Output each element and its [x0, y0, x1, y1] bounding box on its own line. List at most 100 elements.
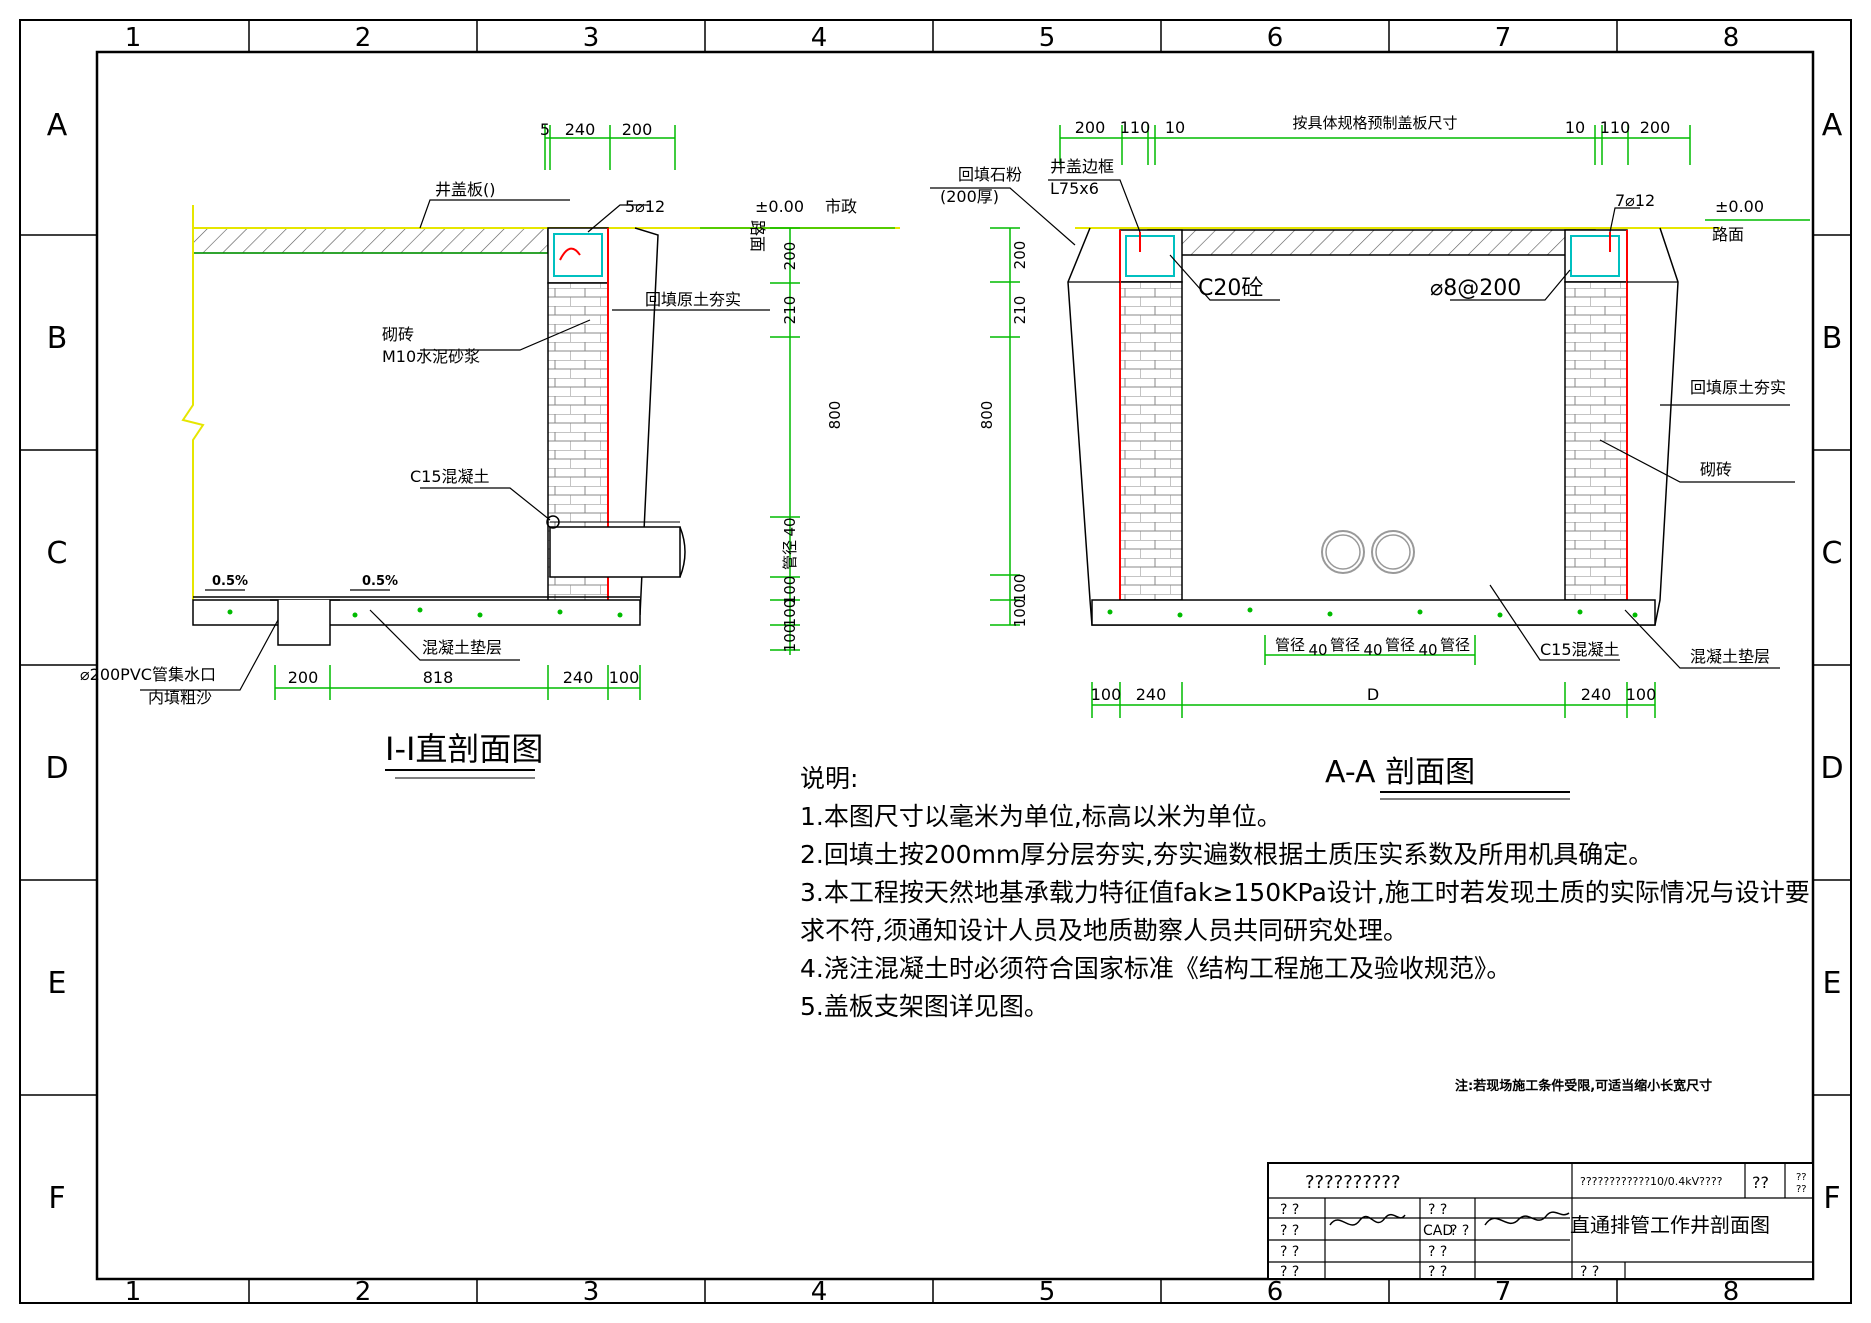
dim-label: 110: [1120, 118, 1151, 137]
dim-label: 100: [781, 599, 799, 628]
label-backfill-stone: 回填石粉: [958, 165, 1022, 184]
sheet-no: ??: [1796, 1184, 1807, 1195]
tb-mid-label: ? ?: [1428, 1244, 1447, 1260]
brick-wall-right: [1564, 281, 1628, 601]
tb-mid-label: ? ?: [1450, 1223, 1469, 1239]
row-label-left: C: [47, 536, 68, 571]
col-label-bottom: 6: [1267, 1277, 1284, 1307]
dim-label: 240: [565, 120, 596, 139]
dim-label: 管径: [781, 540, 799, 570]
dim-label: 200: [781, 242, 799, 271]
section-aa-title: A-A 剖面图: [1325, 755, 1475, 790]
row-label-right: C: [1822, 536, 1843, 571]
design-notes: 说明: 1.本图尺寸以毫米为单位,标高以米为单位。 2.回填土按200mm厚分层…: [800, 760, 1810, 1026]
dim-label: 管径: [1440, 636, 1470, 654]
label-frame-size: L75x6: [1050, 179, 1099, 198]
note-item: 求不符,须通知设计人员及地质勘察人员共同研究处理。: [800, 916, 1408, 945]
label-road: 路面: [1712, 225, 1744, 244]
col-label-top: 8: [1723, 23, 1740, 53]
row-label-right: E: [1823, 966, 1842, 1001]
signature-2: [1484, 1211, 1570, 1226]
col-label-bottom: 3: [583, 1277, 600, 1307]
label-concrete: C15混凝土: [410, 467, 490, 486]
remark: 注:若现场施工条件受限,可适当缩小长宽尺寸: [1455, 1078, 1712, 1094]
row-label-left: F: [48, 1181, 65, 1216]
tb-row-label: ? ?: [1280, 1223, 1299, 1239]
sheet-code: ??: [1752, 1173, 1769, 1192]
dim-label: 100: [609, 668, 640, 687]
dim-label: D: [1367, 685, 1379, 704]
dim-label: 200: [1011, 241, 1029, 270]
col-label-bottom: 4: [811, 1277, 828, 1307]
dim-label: 200: [622, 120, 653, 139]
pipe-section: [1321, 530, 1365, 574]
tb-row-label: ? ?: [1280, 1202, 1299, 1218]
dim-label: 800: [826, 401, 844, 430]
row-label-right: A: [1822, 108, 1843, 143]
dim-label: 100: [781, 624, 799, 653]
dim-label: 40: [1308, 641, 1327, 659]
note-item: 3.本工程按天然地基承载力特征值fak≥150KPa设计,施工时若发现土质的实际…: [800, 878, 1810, 907]
col-label-top: 6: [1267, 23, 1284, 53]
section-aa-bottom-dimensions: [1091, 682, 1656, 718]
col-label-top: 7: [1495, 23, 1512, 53]
label-backfill-stone-thk: (200厚): [940, 187, 999, 206]
dim-label: 管径: [1330, 636, 1360, 654]
row-label-right: F: [1823, 1181, 1840, 1216]
section-aa-top-dimensions: [1059, 125, 1691, 165]
label-cover-slab: 井盖板(): [435, 180, 496, 199]
dim-label: 210: [1011, 296, 1029, 325]
label-concrete: C15混凝土: [1540, 640, 1620, 659]
signature-1: [1329, 1213, 1406, 1226]
dim-label: 40: [1418, 641, 1437, 659]
ring-beam-left: [1119, 229, 1183, 283]
dim-label: 240: [1581, 685, 1612, 704]
label-sump: ⌀200PVC管集水口: [80, 665, 216, 684]
label-brick: 砌砖: [382, 325, 414, 344]
dim-label: 管径: [1385, 636, 1415, 654]
label-rebar: 7⌀12: [1615, 191, 1655, 210]
tb-mid-label: ? ?: [1428, 1202, 1447, 1218]
col-label-top: 5: [1039, 23, 1056, 53]
dim-label: 100: [1011, 599, 1029, 628]
concrete-cushion: [192, 599, 641, 626]
label-sump-fill: 内填粗沙: [148, 688, 212, 707]
section-11-top-dimensions: [544, 125, 676, 170]
ring-beam: [547, 227, 609, 284]
label-stirrup: ⌀8@200: [1430, 276, 1521, 301]
section-aa-vertical-dimensions: [990, 227, 1020, 626]
drawing-title: 直通排管工作井剖面图: [1570, 1213, 1770, 1237]
tb-cad-label: CAD: [1423, 1223, 1453, 1239]
dim-label: 240: [1136, 685, 1167, 704]
label-municipal: 市政: [825, 197, 857, 216]
dim-label-span: 按具体规格预制盖板尺寸: [1292, 114, 1457, 132]
label-elevation: ±0.00: [755, 197, 804, 216]
label-c20: C20砼: [1198, 276, 1263, 301]
dim-label: 210: [781, 296, 799, 325]
note-item: 2.回填土按200mm厚分层夯实,夯实遍数根据土质压实系数及所用机具确定。: [800, 840, 1654, 869]
pipe: [549, 526, 681, 578]
col-label-bottom: 5: [1039, 1277, 1056, 1307]
dim-label: 管径: [1275, 636, 1305, 654]
row-label-right: D: [1820, 751, 1843, 786]
slope-label-right: 0.5%: [362, 574, 398, 589]
dim-label: 10: [1165, 118, 1185, 137]
note-item: 4.浇注混凝土时必须符合国家标准《结构工程施工及验收规范》。: [800, 954, 1512, 983]
col-label-bottom: 2: [355, 1277, 372, 1307]
col-label-top: 3: [583, 23, 600, 53]
sheet-no: ??: [1796, 1172, 1807, 1183]
concrete-cushion: [1091, 599, 1656, 626]
dim-label: 100: [1011, 574, 1029, 603]
section-1-1: 5 240 200: [80, 120, 900, 779]
row-label-right: B: [1822, 321, 1843, 356]
label-backfill: 回填原土夯实: [645, 290, 741, 309]
note-item: 5.盖板支架图详见图。: [800, 992, 1049, 1021]
row-label-left: D: [45, 751, 68, 786]
slope-label-left: 0.5%: [212, 574, 248, 589]
tb-row-label: ? ?: [1280, 1244, 1299, 1260]
dim-label: 40: [781, 517, 799, 536]
tb-date-label: ? ?: [1580, 1264, 1599, 1280]
label-frame: 井盖边框: [1050, 157, 1114, 176]
dim-label: 200: [1640, 118, 1671, 137]
dim-label: 100: [1626, 685, 1657, 704]
